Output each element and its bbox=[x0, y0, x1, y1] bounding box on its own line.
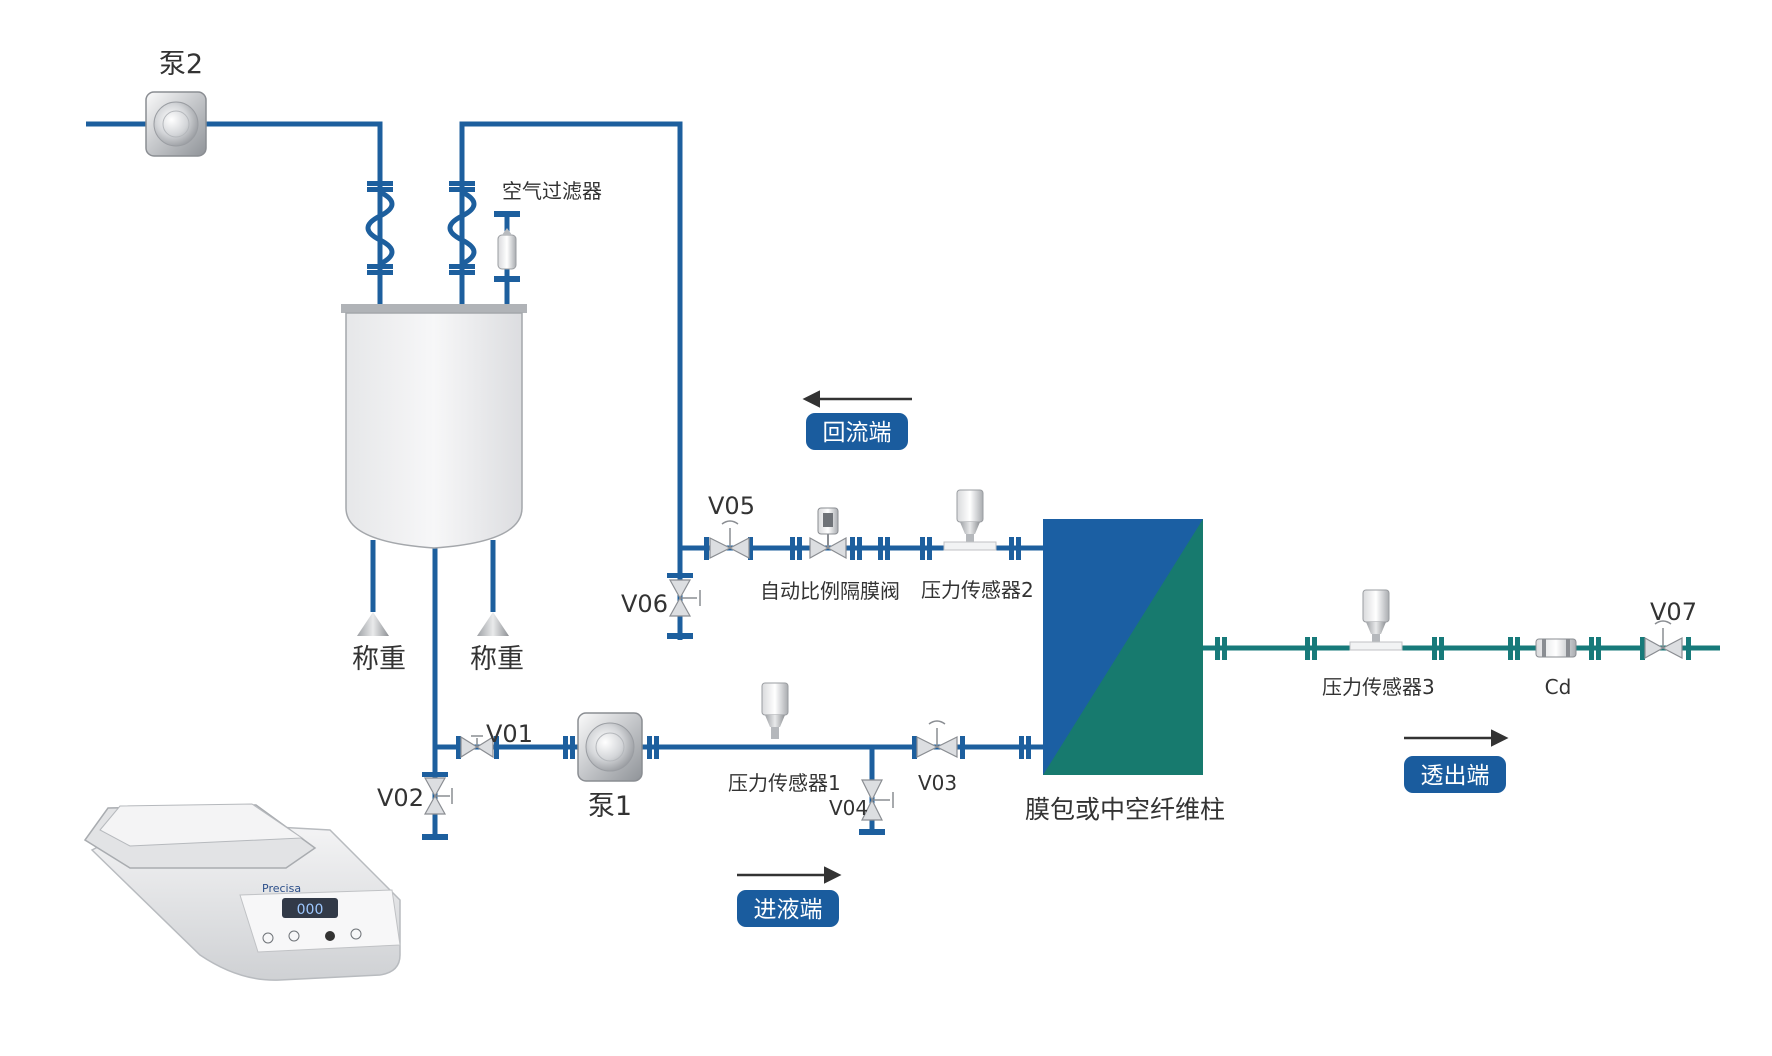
label-pressure1: 压力传感器1 bbox=[728, 771, 841, 795]
label-cd: Cd bbox=[1545, 675, 1572, 699]
vertical-valve-icons bbox=[423, 579, 883, 821]
valve-handles bbox=[471, 520, 1672, 747]
label-v01: V01 bbox=[486, 720, 533, 748]
flanges-green bbox=[1215, 637, 1691, 660]
membrane-green-region bbox=[1043, 519, 1203, 775]
label-pump1: 泵1 bbox=[588, 791, 632, 822]
arrow-icon bbox=[737, 390, 1509, 884]
label-pressure3: 压力传感器3 bbox=[1322, 675, 1435, 699]
label-membrane: 膜包或中空纤维柱 bbox=[1025, 795, 1225, 824]
label-v05: V05 bbox=[708, 492, 755, 520]
filter-icon bbox=[497, 228, 517, 270]
label-v07: V07 bbox=[1650, 598, 1697, 626]
pump2 bbox=[145, 91, 207, 157]
bellows-icon bbox=[365, 189, 477, 267]
diaphragm-valve-icon bbox=[809, 507, 847, 560]
balance-brand: Precisa bbox=[262, 882, 301, 895]
badge-feed-end: 进液端 bbox=[737, 890, 839, 927]
reactor-tank bbox=[341, 304, 527, 549]
label-pressure2: 压力传感器2 bbox=[921, 578, 1034, 602]
balance-display: 000 bbox=[297, 902, 324, 918]
labels: 泵2 泵1 空气过滤器 称重 称重 V01 V02 V03 V04 V05 V0… bbox=[159, 49, 1697, 824]
label-v02: V02 bbox=[377, 784, 424, 812]
weight-cone-icon bbox=[357, 612, 509, 636]
badge-permeate-end: 透出端 bbox=[1404, 756, 1506, 793]
label-weigh-right: 称重 bbox=[470, 644, 524, 675]
badge-feed-end-label: 进液端 bbox=[754, 897, 823, 923]
badge-permeate-end-label: 透出端 bbox=[1421, 763, 1490, 789]
flanges bbox=[367, 181, 1031, 840]
badge-return-end: 回流端 bbox=[806, 413, 908, 450]
membrane-module bbox=[1043, 519, 1203, 775]
label-diaphragm-valve: 自动比例隔膜阀 bbox=[760, 579, 900, 603]
label-v04: V04 bbox=[829, 796, 868, 820]
conductivity-cell-icon bbox=[1535, 638, 1577, 658]
label-air-filter: 空气过滤器 bbox=[502, 179, 602, 203]
ball-valve-icon bbox=[460, 537, 1683, 759]
label-v03: V03 bbox=[918, 771, 957, 795]
pump1 bbox=[577, 712, 643, 782]
vertical-valve-handles bbox=[435, 590, 894, 808]
label-weigh-left: 称重 bbox=[352, 644, 406, 675]
balance-icon: 000 Precisa bbox=[83, 803, 401, 981]
pipes-blue bbox=[86, 121, 1043, 840]
pressure-sensor-icon bbox=[761, 489, 1403, 739]
label-v06: V06 bbox=[621, 590, 668, 618]
badge-return-end-label: 回流端 bbox=[823, 420, 892, 446]
label-pump2: 泵2 bbox=[159, 49, 203, 80]
